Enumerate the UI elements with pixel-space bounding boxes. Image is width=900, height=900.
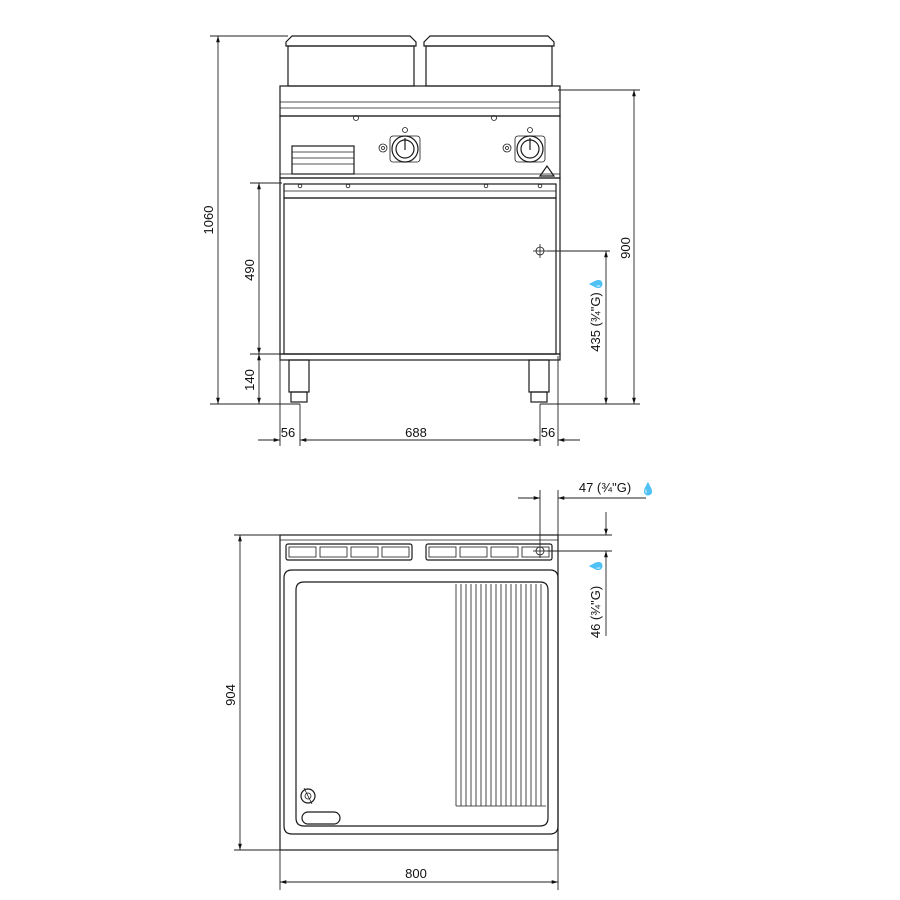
dim-leg-span: 688 xyxy=(405,425,427,440)
knob-left xyxy=(378,127,421,163)
top-pan-right xyxy=(423,35,555,87)
grate-row xyxy=(285,543,553,561)
control-panel xyxy=(279,85,561,179)
top-view: 904 800 47 (¾"G) 💧 46 (¾"G) 💧 xyxy=(223,480,655,890)
dim-gas-depth-offset: 46 (¾"G) xyxy=(588,586,603,638)
gas-flame-icon: 💧 xyxy=(641,482,656,496)
top-pan-left xyxy=(285,35,417,87)
gas-flame-icon: 💧 xyxy=(589,277,603,292)
dim-depth: 904 xyxy=(223,684,238,706)
front-view: 1060 490 140 900 435 (¾"G) 💧 56 688 56 xyxy=(201,35,640,446)
ribbed-section xyxy=(455,584,546,807)
drain-slot xyxy=(301,811,341,825)
dim-top-height: 900 xyxy=(618,237,633,259)
legs xyxy=(279,353,561,403)
dim-leg-offset-right: 56 xyxy=(541,425,555,440)
drain-hole xyxy=(300,787,316,805)
knob-right xyxy=(502,127,546,163)
dim-cabinet-height: 490 xyxy=(242,259,257,281)
gas-flame-icon: 💧 xyxy=(589,559,603,574)
dim-leg-offset-left: 56 xyxy=(281,425,295,440)
cabinet xyxy=(279,177,610,355)
gas-connection-marker xyxy=(533,244,610,258)
dim-gas-height: 435 (¾"G) xyxy=(588,292,603,352)
dim-total-height: 1060 xyxy=(201,206,216,235)
warning-triangle-icon xyxy=(538,164,556,177)
griddle-plate xyxy=(283,569,559,835)
dim-leg-height: 140 xyxy=(242,369,257,391)
dim-width: 800 xyxy=(405,866,427,881)
dim-gas-side-offset: 47 (¾"G) xyxy=(579,480,631,495)
